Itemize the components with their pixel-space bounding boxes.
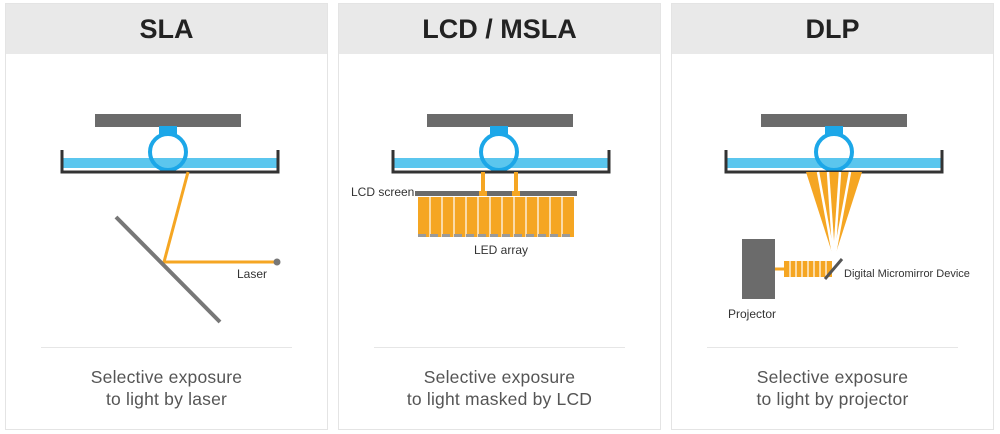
build-plate-stem xyxy=(825,126,843,136)
lcd-msla-title: LCD / MSLA xyxy=(339,4,660,54)
dlp-diagram: Digital Micromirror Device Projector xyxy=(724,114,970,321)
galvo-mirror xyxy=(114,215,222,324)
caption-line-1: Selective exposure xyxy=(756,367,909,387)
laser-source xyxy=(273,258,281,266)
caption-line-2: to light masked by LCD xyxy=(406,389,593,409)
dlp-panel: DLP Digital Micromirror Device Projecto xyxy=(671,3,994,430)
sla-diagram: Laser xyxy=(60,114,281,324)
dmd-label: Digital Micromirror Device xyxy=(844,268,970,280)
caption-line-1: Selective exposure xyxy=(90,367,243,387)
lcd-msla-panel: LCD / MSLA xyxy=(338,3,661,430)
dlp-caption: Selective exposure to light by projector xyxy=(672,366,993,410)
lcd-msla-caption: Selective exposure to light masked by LC… xyxy=(339,366,660,410)
sla-title: SLA xyxy=(6,4,327,54)
printed-part xyxy=(814,132,854,172)
divider xyxy=(41,347,292,348)
led-array-label: LED array xyxy=(474,243,528,257)
resin xyxy=(727,158,941,168)
laser-beam xyxy=(162,171,276,264)
divider xyxy=(374,347,625,348)
lcd-open-pixel xyxy=(479,191,487,196)
resin-vat xyxy=(60,150,280,174)
sla-caption: Selective exposure to light by laser xyxy=(6,366,327,410)
resin-vat xyxy=(391,150,611,174)
lcd-open-pixel xyxy=(512,191,520,196)
build-plate-stem xyxy=(490,126,508,136)
dmd-mirror xyxy=(823,258,844,280)
build-plate xyxy=(761,114,907,127)
caption-line-2: to light by laser xyxy=(105,389,228,409)
laser-label: Laser xyxy=(237,267,267,281)
projector xyxy=(742,239,775,299)
caption-line-1: Selective exposure xyxy=(423,367,576,387)
lcd-screen-label: LCD screen xyxy=(351,185,414,199)
build-plate xyxy=(95,114,241,127)
lcd-diagram: LCD screen LED array xyxy=(351,114,611,257)
dlp-title: DLP xyxy=(672,4,993,54)
divider xyxy=(707,347,958,348)
build-plate-stem xyxy=(159,126,177,136)
lcd-screen xyxy=(415,191,577,196)
projection-gaps xyxy=(816,171,852,260)
build-plate xyxy=(427,114,573,127)
caption-line-2: to light by projector xyxy=(756,389,909,409)
projector-label: Projector xyxy=(728,307,776,321)
projection-cone xyxy=(806,172,862,259)
resin xyxy=(394,158,608,168)
resin xyxy=(63,158,277,168)
printed-part xyxy=(479,132,519,172)
light-path xyxy=(784,261,832,277)
led-array xyxy=(418,197,574,237)
printed-part xyxy=(148,132,188,172)
sla-panel: SLA Laser Selective exposure to light by… xyxy=(5,3,328,430)
